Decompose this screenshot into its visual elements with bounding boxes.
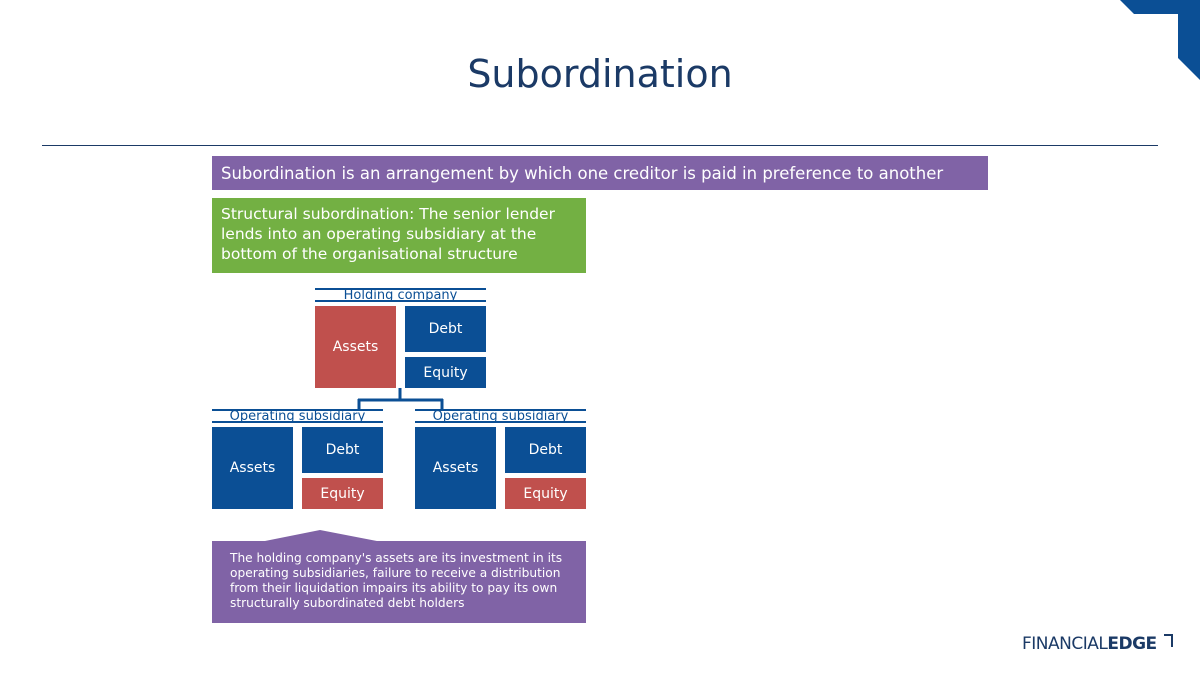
holding-assets-box: Assets xyxy=(315,306,396,388)
logo-text-financial: FINANCIAL xyxy=(1022,634,1108,654)
subsidiary-2-debt-box: Debt xyxy=(505,427,586,473)
structure-connector xyxy=(357,388,444,410)
subsidiary-1-debt-box: Debt xyxy=(302,427,383,473)
subsidiary-1-header: Operating subsidiary xyxy=(212,409,383,423)
holding-debt-box: Debt xyxy=(405,306,486,352)
definition-text: Subordination is an arrangement by which… xyxy=(221,163,944,183)
callout-pointer xyxy=(260,530,382,542)
structural-subordination-banner: Structural subordination: The senior len… xyxy=(212,198,586,273)
definition-banner: Subordination is an arrangement by which… xyxy=(212,156,988,190)
corner-decoration xyxy=(1120,0,1200,80)
logo-text-edge: EDGE xyxy=(1107,634,1157,654)
page-title: Subordination xyxy=(467,52,733,96)
structural-subordination-text: Structural subordination: The senior len… xyxy=(221,205,555,263)
subsidiary-2-equity-box: Equity xyxy=(505,478,586,509)
holding-company-header: Holding company xyxy=(315,288,486,302)
financial-edge-logo: FINANCIALEDGE xyxy=(1022,634,1173,654)
logo-mark-icon xyxy=(1163,634,1173,647)
subsidiary-1-assets-box: Assets xyxy=(212,427,293,509)
holding-equity-box: Equity xyxy=(405,357,486,388)
title-divider xyxy=(42,145,1158,146)
explanation-callout: The holding company's assets are its inv… xyxy=(212,541,586,623)
subsidiary-1-equity-box: Equity xyxy=(302,478,383,509)
subsidiary-2-header: Operating subsidiary xyxy=(415,409,586,423)
subsidiary-2-assets-box: Assets xyxy=(415,427,496,509)
